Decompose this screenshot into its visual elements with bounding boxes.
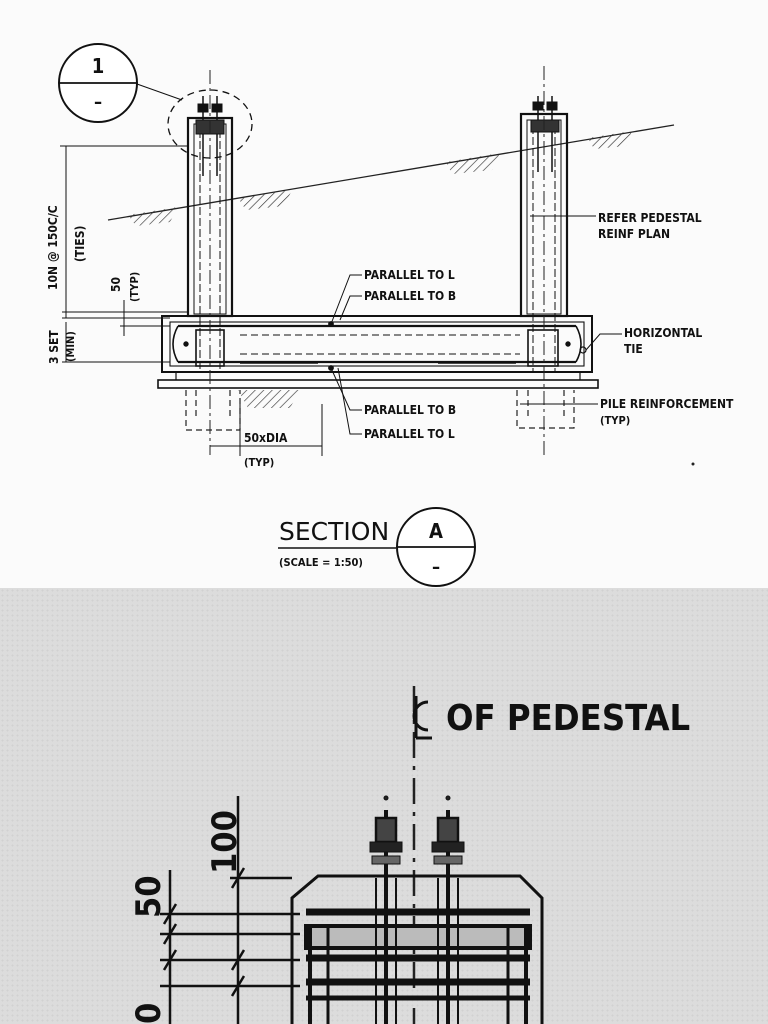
detail-dim-bottom: 0: [129, 1003, 169, 1024]
detail-bubble-sheet: –: [94, 92, 102, 113]
label-ties-sub: (TIES): [73, 226, 87, 262]
detail-pedestal: [290, 874, 544, 1024]
detail-dim-50: 50: [129, 875, 169, 918]
label-fifty: 50: [109, 277, 123, 292]
section-bubble-letter: A: [429, 519, 443, 543]
label-three-set-sub: (MIN): [64, 331, 77, 362]
section-title: SECTION: [279, 517, 389, 546]
centerline-label: OF PEDESTAL: [446, 698, 690, 739]
label-dia: 50xDIA: [244, 431, 288, 445]
ground-line: [107, 124, 675, 221]
label-parallel-l-bot: PARALLEL TO L: [364, 427, 455, 441]
label-refer-pedestal-2: REINF PLAN: [598, 227, 670, 241]
section-title-block: SECTION (SCALE = 1:50) A –: [278, 507, 476, 587]
section-a-svg: 1 – 10N @ 150C/C (TIES) 50 (TYP) 3 SET (…: [46, 43, 734, 587]
label-parallel-b-bot: PARALLEL TO B: [364, 403, 456, 417]
soil-hatch: [128, 131, 632, 408]
section-scale: (SCALE = 1:50): [279, 556, 363, 569]
label-ties: 10N @ 150C/C: [46, 205, 60, 290]
label-pile-reinf-1: PILE REINFORCEMENT: [600, 397, 734, 411]
pile-cap: [157, 315, 599, 389]
label-three-set: 3 SET: [47, 330, 61, 364]
leader-lines: [136, 83, 622, 435]
detail-1-drawing: OF PEDESTAL: [0, 588, 768, 1024]
detail-bubble-number: 1: [92, 54, 105, 78]
detail-dim-100: 100: [205, 810, 245, 874]
section-a-drawing: 1 – 10N @ 150C/C (TIES) 50 (TYP) 3 SET (…: [46, 43, 734, 587]
label-parallel-b-top: PARALLEL TO B: [364, 289, 456, 303]
label-fifty-sub: (TYP): [128, 272, 141, 302]
detail-bubble-1: 1 –: [58, 43, 138, 123]
section-bubble-sheet: –: [432, 557, 440, 578]
label-horizontal-tie-1: HORIZONTAL: [624, 326, 702, 340]
left-pedestal: [167, 89, 253, 372]
dimension-lines: [60, 145, 323, 456]
label-pile-reinf-2: (TYP): [600, 414, 630, 427]
label-parallel-l-top: PARALLEL TO L: [364, 268, 455, 282]
label-horizontal-tie-2: TIE: [624, 342, 643, 356]
anchor-bolts: [369, 795, 465, 1024]
detail-dimension-lines: [160, 796, 300, 1024]
detail-1-svg: OF PEDESTAL: [129, 686, 690, 1024]
centerlines: [209, 66, 545, 455]
label-dia-sub: (TYP): [244, 456, 274, 469]
centerline-symbol: [412, 696, 432, 740]
label-refer-pedestal-1: REFER PEDESTAL: [598, 211, 702, 225]
